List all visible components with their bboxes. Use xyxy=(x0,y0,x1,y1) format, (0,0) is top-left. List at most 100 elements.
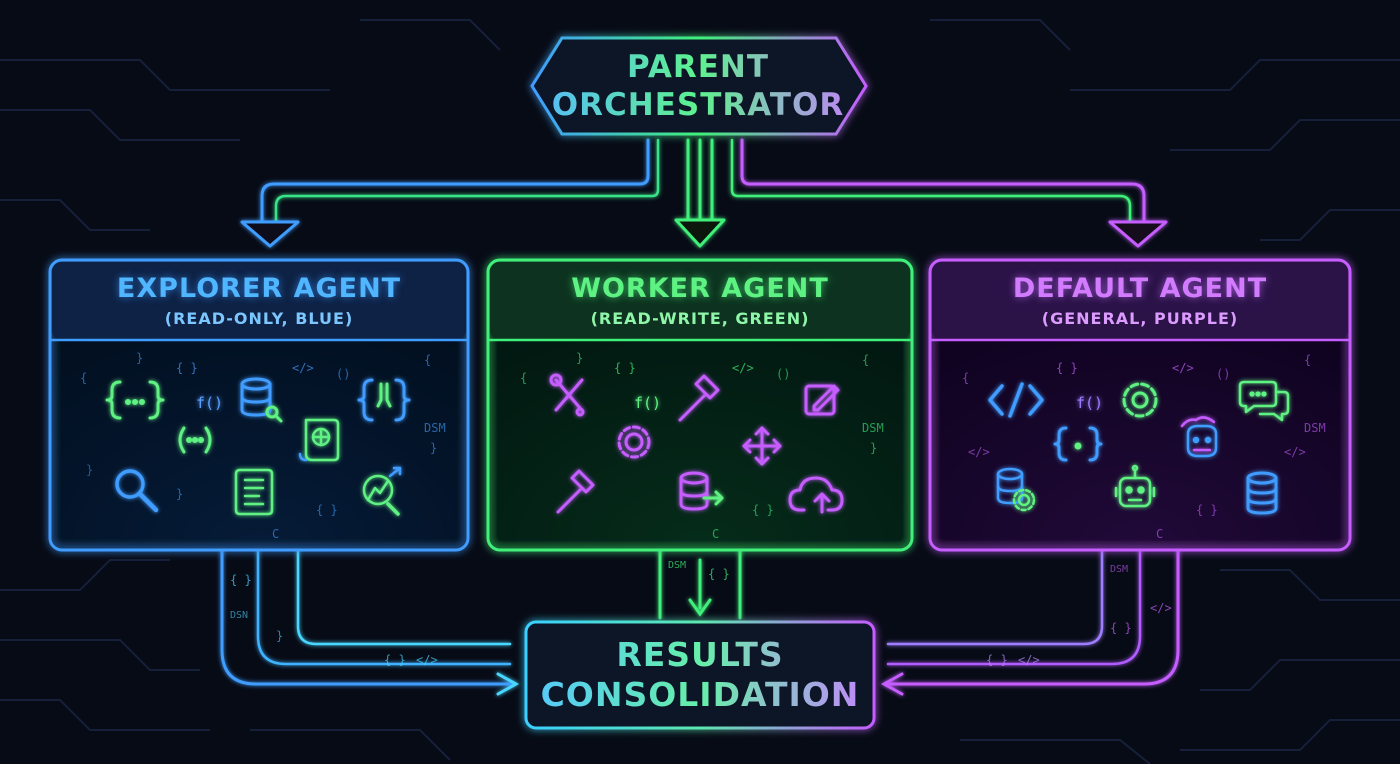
function-label: f() xyxy=(196,394,223,412)
code-braces-icon xyxy=(1053,426,1103,462)
glyph: DSM xyxy=(1304,421,1326,435)
worker-agent-subtitle: (READ-WRITE, GREEN) xyxy=(590,309,810,328)
circuit-background xyxy=(0,19,1400,764)
results-title-line2: CONSOLIDATION xyxy=(540,675,860,714)
code-braces-icon xyxy=(105,380,165,420)
glyph: DSM xyxy=(862,421,884,435)
glyph: { } xyxy=(316,503,338,517)
glyph: { } xyxy=(176,361,198,375)
explorer-icons: f() xyxy=(105,377,411,516)
connector-worker-to-results xyxy=(658,548,742,620)
glyph: { xyxy=(80,371,87,385)
glyph: } xyxy=(136,351,143,365)
function-icon: f() xyxy=(196,394,223,412)
glyph: { } xyxy=(230,573,252,587)
glyph: } xyxy=(276,629,283,643)
glyph: </> xyxy=(1284,445,1306,459)
glyph: { xyxy=(520,371,527,385)
connector-default-to-results xyxy=(880,548,1180,696)
robot-head-icon xyxy=(1180,416,1218,458)
glyph: { } xyxy=(384,653,406,667)
database-search-icon xyxy=(240,377,283,423)
glyph: { xyxy=(862,353,869,367)
edit-icon xyxy=(804,384,840,416)
orchestrator-title: PARENT ORCHESTRATOR xyxy=(530,38,866,134)
default-agent-subtitle: (GENERAL, PURPLE) xyxy=(1041,309,1239,328)
wrench-screwdriver-icon xyxy=(549,373,585,417)
results-title-line1: RESULTS xyxy=(616,635,784,674)
function-icon: f() xyxy=(634,394,661,412)
globe-document-icon xyxy=(298,418,340,462)
compass-analysis-icon xyxy=(362,466,402,516)
chat-icon xyxy=(1238,380,1290,422)
explorer-agent-subtitle: (READ-ONLY, BLUE) xyxy=(164,309,354,328)
glyph: { } xyxy=(708,567,730,581)
glyph: } xyxy=(430,441,437,455)
glyph: </> xyxy=(1150,601,1172,615)
glyph: DSN xyxy=(230,610,248,621)
explorer-agent-title: EXPLORER AGENT xyxy=(116,273,402,304)
magnifier-icon xyxy=(115,469,159,513)
move-arrows-icon xyxy=(742,426,782,466)
database-icon xyxy=(1246,471,1278,515)
glyph: DSM xyxy=(668,560,686,571)
glyph: { xyxy=(962,371,969,385)
glyph: } xyxy=(86,463,93,477)
results-consolidation-node xyxy=(524,620,876,730)
code-tag-icon xyxy=(988,382,1044,418)
results-title: RESULTS CONSOLIDATION xyxy=(526,622,874,728)
glyph: DSM xyxy=(424,421,446,435)
worker-agent-panel xyxy=(486,258,914,552)
database-gear-icon xyxy=(996,467,1036,512)
worker-agent-title: WORKER AGENT xyxy=(571,273,829,304)
ellipsis-parentheses-icon xyxy=(178,426,212,454)
worker-agent-header: WORKER AGENT (READ-WRITE, GREEN) xyxy=(488,262,912,340)
orchestrator-node xyxy=(530,36,868,136)
glyph: () xyxy=(336,367,350,381)
connector-orch-to-worker xyxy=(674,138,726,248)
connector-orch-to-default xyxy=(730,138,1168,248)
glyph: { } xyxy=(1056,361,1078,375)
glyph: C xyxy=(1156,527,1163,541)
glyph: } xyxy=(870,441,877,455)
glyph: C xyxy=(272,527,279,541)
glyph: </> xyxy=(1172,361,1194,375)
glyph: { xyxy=(424,353,431,367)
connector-orch-to-explorer xyxy=(240,138,660,248)
function-label: f() xyxy=(634,394,661,412)
glyph: { } xyxy=(1110,621,1132,635)
glyph: </> xyxy=(732,361,754,375)
glyph: </> xyxy=(292,361,314,375)
default-icons: f() xyxy=(988,380,1290,515)
code-glyph-layer: { } } </> () { { DSM } } { } C } { } </>… xyxy=(80,351,1326,667)
worker-icons: f() xyxy=(549,373,844,514)
database-export-icon xyxy=(679,471,724,511)
default-agent-panel xyxy=(928,258,1352,552)
code-bracket-icon xyxy=(357,378,411,422)
glyph: } xyxy=(576,351,583,365)
cloud-upload-icon xyxy=(788,476,844,514)
gear-icon xyxy=(1122,382,1158,418)
hammer-icon xyxy=(678,374,720,422)
glyph: { } xyxy=(986,653,1008,667)
orchestrator-title-line2: ORCHESTRATOR xyxy=(551,87,845,123)
scroll-document-icon xyxy=(234,468,274,516)
glyph: DSM xyxy=(1110,564,1128,575)
default-agent-header: DEFAULT AGENT (GENERAL, PURPLE) xyxy=(930,262,1350,340)
glyph: C xyxy=(712,527,719,541)
glyph: } xyxy=(176,487,183,501)
glyph: { } xyxy=(1196,503,1218,517)
glyph: { xyxy=(1304,353,1311,367)
glyph: </> xyxy=(968,445,990,459)
glyph: { } xyxy=(752,503,774,517)
gear-icon xyxy=(617,425,651,459)
explorer-agent-header: EXPLORER AGENT (READ-ONLY, BLUE) xyxy=(50,262,468,340)
function-icon: f() xyxy=(1076,394,1103,412)
default-agent-title: DEFAULT AGENT xyxy=(1012,273,1268,304)
orchestrator-title-line1: PARENT xyxy=(626,49,769,85)
glyph: () xyxy=(776,367,790,381)
glyph: </> xyxy=(1018,653,1040,667)
glyph: () xyxy=(1216,367,1230,381)
